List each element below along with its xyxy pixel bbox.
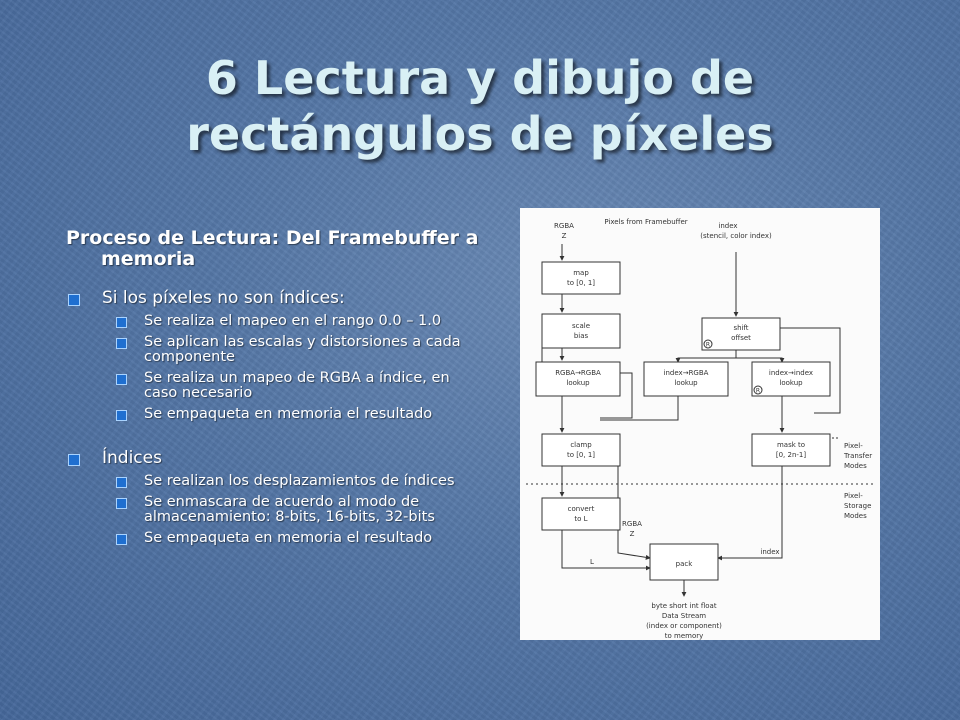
index-pack-label: index [760, 548, 779, 556]
storage-modes-text-3: Modes [844, 512, 867, 520]
index-input-label: index [718, 222, 737, 230]
rgba-lookup-text: RGBA→RGBA [555, 369, 601, 377]
r-mark-2 [753, 385, 763, 395]
offset-text: offset [731, 334, 751, 342]
bias-text: bias [574, 332, 589, 340]
map-text: map [573, 269, 589, 277]
l-pack-label: L [590, 558, 594, 566]
square-bullet-icon [116, 338, 127, 349]
scale-text: scale [572, 322, 590, 330]
square-bullet-icon [68, 454, 80, 466]
rgba-lookup-text-2: lookup [566, 379, 590, 387]
storage-modes-text-1: Pixel- [844, 492, 863, 500]
convert-box [541, 497, 621, 531]
index-input-sub: (stencil, color index) [700, 232, 772, 240]
map-box [541, 261, 621, 295]
list-item: Se empaqueta en memoria el resultado [66, 531, 486, 546]
bullet-indices: Índices [66, 448, 486, 468]
slide-title: 6 Lectura y dibujo de rectángulos de píx… [90, 50, 870, 162]
convert-text-2: to L [574, 515, 587, 523]
pack-box [649, 543, 719, 581]
list-item-text: Se enmascara de acuerdo al modo de almac… [144, 494, 435, 525]
rgba-pack-label: RGBA [622, 520, 642, 528]
storage-modes-text-2: Storage [844, 502, 871, 510]
square-bullet-icon [116, 477, 127, 488]
transfer-modes-text-3: Modes [844, 462, 867, 470]
index-rgba-lookup-box [643, 361, 729, 397]
list-item-text: Se empaqueta en memoria el resultado [144, 406, 433, 422]
index-index-text-2: lookup [779, 379, 803, 387]
z-pack-label: Z [630, 530, 635, 538]
square-bullet-icon [116, 374, 127, 385]
z-input-label: Z [562, 232, 567, 240]
list-item: Se realiza un mapeo de RGBA a índice, en… [66, 371, 486, 401]
slide-title-line2: rectángulos de píxeles [186, 107, 774, 161]
mask-box [751, 433, 831, 467]
list-item: Se enmascara de acuerdo al modo de almac… [66, 495, 486, 525]
diagram-header: Pixels from Framebuffer [604, 218, 687, 226]
nonindex-subitems: Se realiza el mapeo en el rango 0.0 – 1.… [66, 314, 486, 422]
bullet-nonindex-label: Si los píxeles no son índices: [102, 288, 345, 308]
index-index-lookup-box [751, 361, 831, 397]
pack-text: pack [676, 560, 694, 568]
r-mark-1 [703, 339, 713, 349]
square-bullet-icon [68, 294, 80, 306]
map-text-2: to [0, 1] [567, 279, 595, 287]
list-item: Se empaqueta en memoria el resultado [66, 407, 486, 422]
bullet-indices-label: Índices [102, 448, 162, 468]
square-bullet-icon [116, 498, 127, 509]
transfer-modes-text-2: Transfer [843, 452, 872, 460]
index-index-text: index→index [769, 369, 813, 377]
output-text-1: byte short int float [651, 602, 716, 610]
list-item-text: Se realiza un mapeo de RGBA a índice, en… [144, 370, 450, 401]
clamp-text: clamp [570, 441, 592, 449]
output-text-4: to memory [665, 632, 704, 640]
rgba-lookup-box [535, 361, 621, 397]
pixel-pipeline-diagram: Pixels from Framebuffer RGBA Z index (st… [520, 208, 880, 640]
convert-text: convert [568, 505, 595, 513]
list-item: Se realizan los desplazamientos de índic… [66, 474, 486, 489]
square-bullet-icon [116, 534, 127, 545]
bullet-nonindex: Si los píxeles no son índices: [66, 288, 486, 308]
output-text-3: (index or component) [646, 622, 722, 630]
clamp-text-2: to [0, 1] [567, 451, 595, 459]
rgba-input-label: RGBA [554, 222, 574, 230]
list-item-text: Se realiza el mapeo en el rango 0.0 – 1.… [144, 313, 442, 329]
square-bullet-icon [116, 410, 127, 421]
r-mark-text-2: R [756, 388, 760, 395]
list-item: Se aplican las escalas y distorsiones a … [66, 335, 486, 365]
mask-text: mask to [777, 441, 805, 449]
list-item-text: Se aplican las escalas y distorsiones a … [144, 334, 461, 365]
square-bullet-icon [116, 317, 127, 328]
scale-bias-box [541, 313, 621, 349]
mask-text-2: [0, 2n-1] [776, 451, 807, 459]
clamp-box [541, 433, 621, 467]
output-text-2: Data Stream [662, 612, 706, 620]
list-item-text: Se empaqueta en memoria el resultado [144, 530, 433, 546]
transfer-modes-text-1: Pixel- [844, 442, 863, 450]
index-rgba-text: index→RGBA [664, 369, 709, 377]
list-item-text: Se realizan los desplazamientos de índic… [144, 473, 455, 489]
section-heading: Proceso de Lectura: Del Framebuffer a me… [66, 227, 479, 270]
index-rgba-text-2: lookup [674, 379, 698, 387]
shift-offset-box [701, 317, 781, 351]
content-area: Proceso de Lectura: Del Framebuffer a me… [66, 228, 486, 552]
list-item: Se realiza el mapeo en el rango 0.0 – 1.… [66, 314, 486, 329]
r-mark-text-1: R [706, 342, 710, 349]
indices-subitems: Se realizan los desplazamientos de índic… [66, 474, 486, 546]
shift-text: shift [733, 324, 748, 332]
slide-title-line1: 6 Lectura y dibujo de [205, 51, 755, 105]
